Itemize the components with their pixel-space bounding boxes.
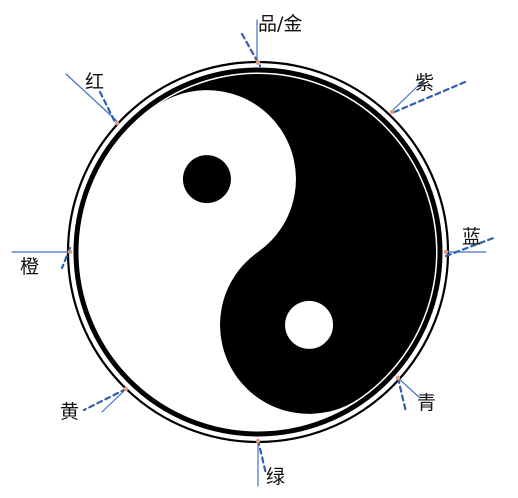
- label-top-right: 紫: [415, 72, 435, 94]
- dashed-line-bottom: [256, 438, 268, 476]
- solid-line-bottom-right: [397, 377, 421, 399]
- dashed-line-bottom-right: [396, 376, 408, 414]
- label-top-left: 红: [85, 71, 105, 93]
- indicator-lines: [11, 19, 498, 487]
- ring-markers: [67, 59, 449, 444]
- marker-top-left: [114, 120, 120, 126]
- marker-bottom: [255, 438, 261, 444]
- solid-line-top-right: [391, 79, 425, 112]
- white-dot: [285, 300, 334, 349]
- black-half: [155, 74, 436, 414]
- dashed-line-top-left: [98, 90, 118, 126]
- yin-yang-symbol: [80, 74, 436, 430]
- marker-right: [443, 249, 449, 255]
- label-bottom-right: 青: [417, 392, 437, 414]
- dashed-line-top-right: [390, 80, 467, 115]
- label-bottom: 绿: [266, 466, 286, 488]
- solid-line-top-left: [65, 73, 119, 123]
- dashed-line-bottom-left: [82, 387, 128, 412]
- label-right: 蓝: [462, 226, 482, 248]
- dashed-line-right: [444, 235, 498, 258]
- marker-top-right: [389, 109, 395, 115]
- solid-line-bottom-left: [101, 388, 127, 413]
- marker-bottom-left: [123, 386, 129, 392]
- marker-left: [67, 249, 73, 255]
- inner-ring: [73, 67, 443, 437]
- marker-bottom-right: [395, 375, 401, 381]
- label-bottom-left: 黄: [60, 401, 80, 423]
- label-left: 橙: [20, 256, 40, 278]
- black-dot: [182, 155, 231, 204]
- marker-top: [255, 59, 261, 65]
- label-top: 品/金: [258, 13, 303, 35]
